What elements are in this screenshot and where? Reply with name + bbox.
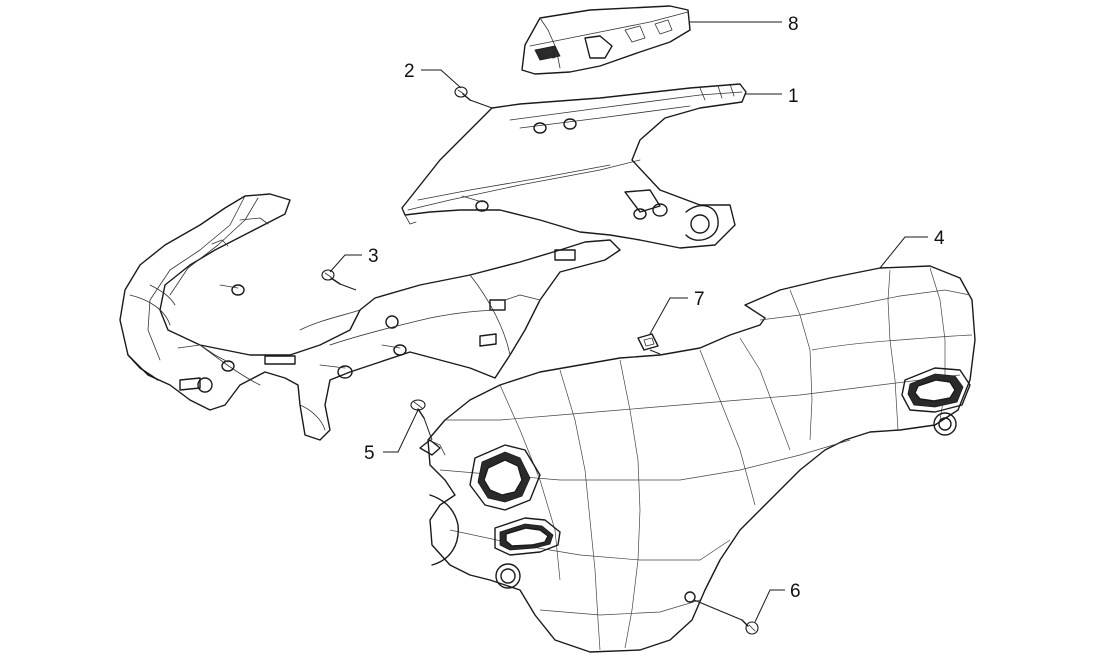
part-4-front-cover[interactable]	[419, 265, 976, 653]
part-8-top-cover[interactable]	[521, 5, 691, 75]
callout-2: 2	[404, 61, 415, 82]
part-6-screw[interactable]	[741, 619, 759, 635]
part-5-screw[interactable]	[410, 399, 426, 419]
callout-4: 4	[934, 228, 945, 249]
part-2-screw[interactable]	[454, 86, 471, 101]
callout-5: 5	[364, 443, 375, 464]
callout-7: 7	[694, 289, 705, 310]
callout-3: 3	[368, 246, 379, 267]
part-7-clip-nut[interactable]	[637, 333, 659, 351]
part-1-upper-frame[interactable]	[401, 83, 747, 249]
callout-8: 8	[788, 14, 799, 35]
rear-handlebar-cover[interactable]	[119, 193, 621, 441]
callout-6: 6	[790, 581, 801, 602]
callout-1: 1	[788, 86, 799, 107]
part-3-screw[interactable]	[321, 269, 341, 285]
callout-labels: 8 1 2 3 4 7 5 6	[364, 14, 945, 602]
leader-lines	[329, 21, 928, 623]
